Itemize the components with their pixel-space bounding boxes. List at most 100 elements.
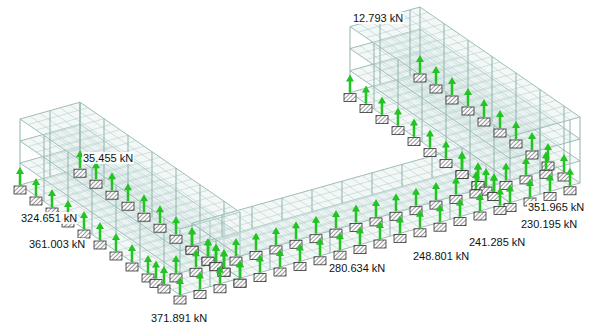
support-symbol [14,186,26,194]
mesh-line [382,29,452,49]
mesh-line [374,24,444,44]
arrow-head [528,132,536,139]
support-reaction [150,261,162,288]
arrow-head [526,179,534,186]
reaction-value: 371.891 kN [150,312,208,324]
support-reaction [202,238,214,265]
support-reaction [454,199,466,226]
column-line [176,168,177,234]
arrow-head [160,266,168,273]
mesh-line [28,108,88,125]
support-reaction [374,221,386,248]
reaction-arrow [461,158,464,170]
mesh-line [40,135,200,245]
arrow-head [566,168,574,175]
column-line [222,215,223,237]
reaction-value: 241.285 kN [468,236,526,248]
reaction-arrow [259,261,262,273]
support-symbol [354,246,366,254]
reaction-arrow [163,272,166,284]
support-reaction [414,55,426,82]
support-symbol [154,224,166,232]
column-line [420,7,421,73]
reaction-arrow [355,211,358,223]
support-group [14,55,576,304]
reaction-arrow [223,255,226,267]
support-symbol [234,279,246,287]
column-line [200,185,201,251]
reaction-arrow [419,61,422,73]
support-reaction [478,99,490,126]
mesh-line [478,95,548,115]
reaction-arrow [207,244,210,256]
reaction-arrow [179,283,182,295]
column-line [252,206,253,228]
support-symbol [430,85,442,93]
reaction-arrow [563,160,566,172]
support-reaction [106,172,118,199]
reaction-arrow [95,167,98,179]
arrow-head [204,238,212,245]
arrow-head [426,130,434,137]
support-symbol [158,285,170,293]
support-reaction [488,174,500,201]
support-reaction [234,260,246,287]
support-symbol [446,96,458,104]
column-line [342,181,343,203]
support-symbol [408,138,420,146]
mesh-line [422,57,492,77]
support-symbol [126,263,138,271]
arrow-head [458,152,466,159]
reaction-arrow [19,173,22,185]
support-reaction [142,255,154,282]
arrow-head [172,255,180,262]
reaction-value: 35.455 kN [82,152,134,164]
frame-mesh [20,7,580,295]
arrow-head [362,86,370,93]
reaction-arrow [147,261,150,273]
support-reaction [158,266,170,293]
support-reaction [564,168,576,195]
support-symbol [122,202,134,210]
reaction-arrow [531,138,534,150]
support-reaction [354,227,366,254]
reaction-arrow [235,244,238,256]
arrow-head [144,255,152,262]
arrow-head [316,238,324,245]
reaction-arrow [349,81,352,93]
arrow-head [236,260,244,267]
mesh-line [406,46,476,66]
reaction-arrow [79,156,82,168]
support-reaction [334,232,346,259]
column-line [312,190,313,212]
support-symbol [110,252,122,260]
support-reaction [94,222,106,249]
arrow-head [140,194,148,201]
mesh-line [414,51,484,71]
reaction-arrow [399,221,402,233]
arrow-head [172,216,180,223]
support-symbol [454,218,466,226]
support-reaction [214,266,226,293]
arrow-head [220,249,228,256]
reaction-arrow [529,185,532,197]
mesh-line [52,124,112,141]
arrow-head [392,193,400,200]
arrow-head [394,108,402,115]
reaction-arrow [475,177,478,189]
arrow-head [188,227,196,234]
support-reaction [202,238,214,265]
arrow-head [378,97,386,104]
reaction-arrow [419,216,422,228]
mesh-line [224,170,494,246]
arrow-head [346,75,354,82]
floor-slab [350,7,580,137]
column-line [374,43,375,109]
arrow-head [216,266,224,273]
arrow-head [16,167,24,174]
column-line [564,106,565,172]
reaction-arrow [415,194,418,206]
reaction-value: 12.793 kN [352,12,404,24]
arrow-head [474,163,482,170]
support-reaction [434,204,446,231]
